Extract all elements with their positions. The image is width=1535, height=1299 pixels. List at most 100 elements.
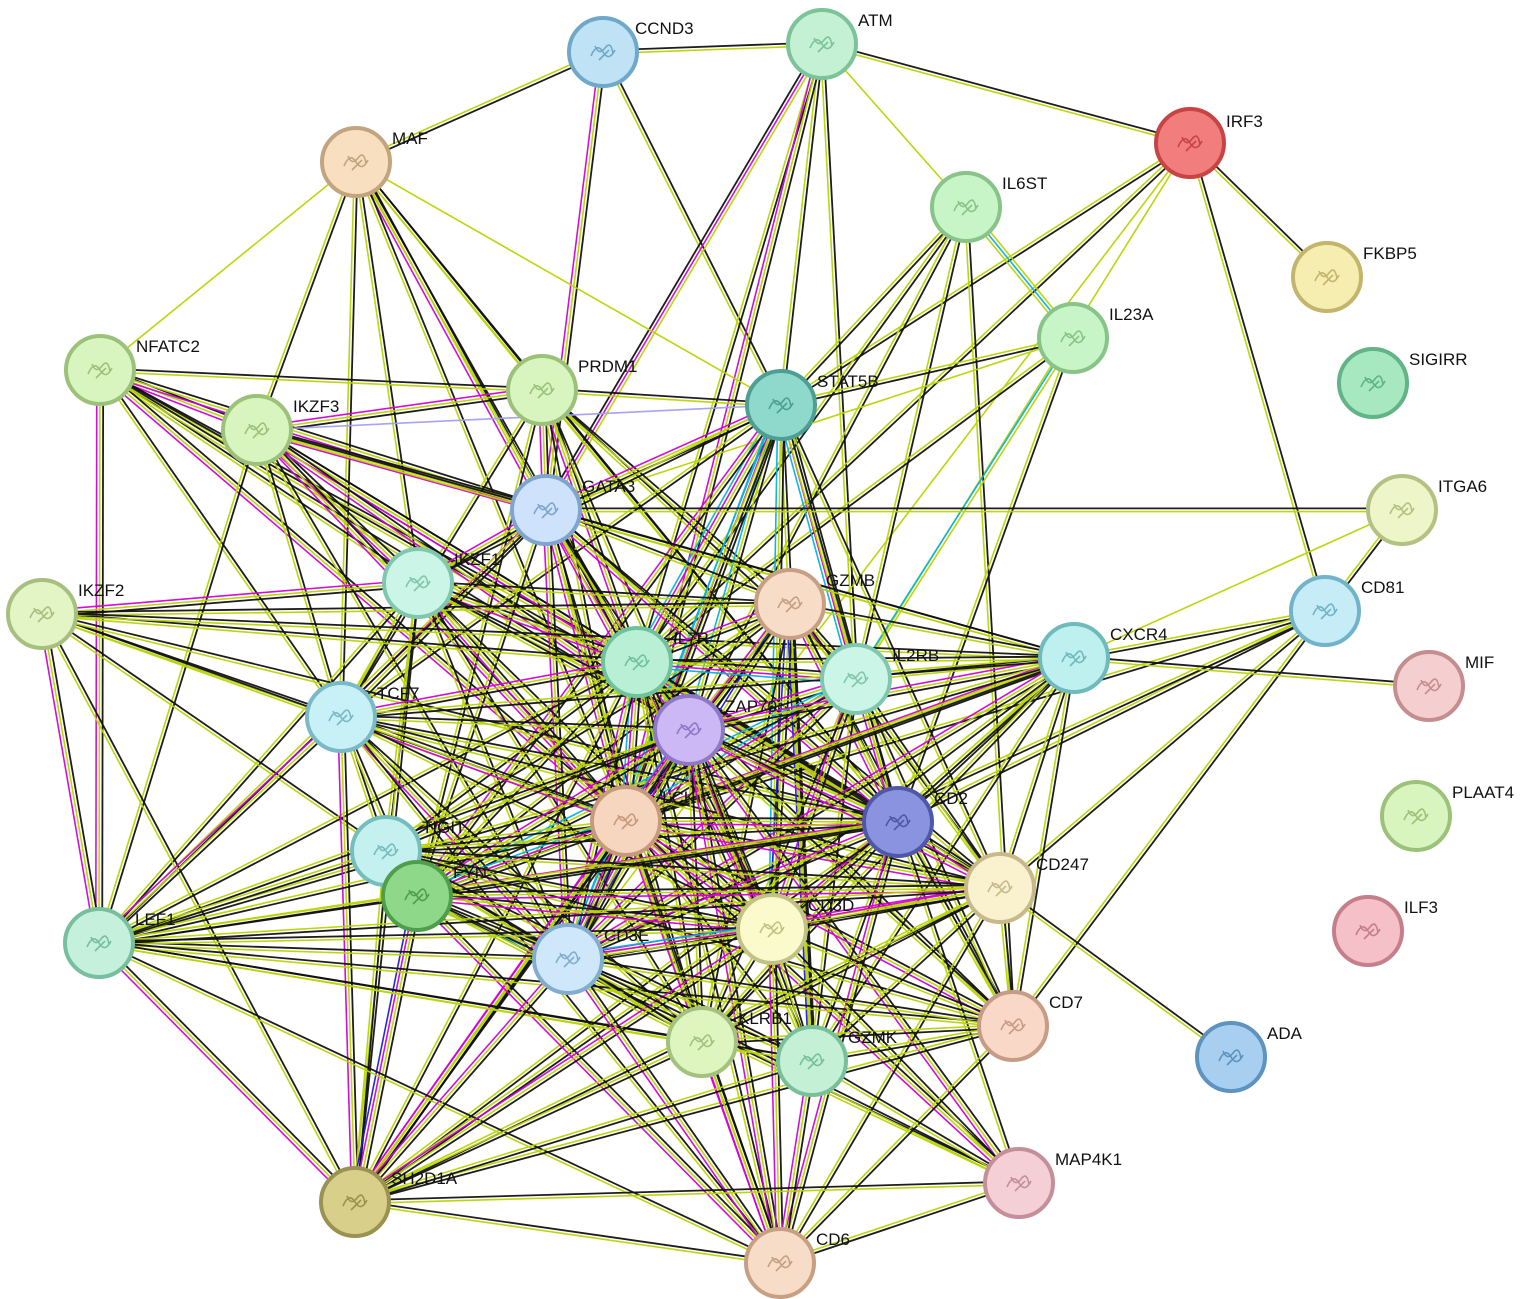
node-map4k1[interactable]: MAP4K1: [983, 1147, 1122, 1219]
edge-line: [819, 44, 856, 680]
node-cd3e[interactable]: CD3E: [532, 923, 649, 995]
node-ccnd3[interactable]: CCND3: [567, 16, 694, 88]
edge-IKZF3-LEF1: [96, 429, 260, 944]
edge-line: [385, 851, 1000, 891]
node-label: IL6ST: [1002, 174, 1047, 193]
edge-line: [98, 370, 637, 665]
node-lef1[interactable]: LEF1: [63, 907, 176, 979]
edge-line: [351, 956, 567, 1201]
node-ilf3[interactable]: ILF3: [1332, 895, 1438, 967]
node-ikzf1[interactable]: IKZF1: [382, 547, 500, 619]
node-cd81[interactable]: CD81: [1289, 575, 1404, 647]
edge-line: [418, 581, 774, 929]
edge-line: [780, 335, 1073, 405]
node-il23a[interactable]: IL23A: [1037, 302, 1154, 374]
edge-line: [812, 822, 901, 1062]
edge-ATM-IRF3: [821, 41, 1191, 146]
edge-CCND3-ATM: [602, 41, 823, 55]
edge-CD3D-CD7: [771, 926, 1014, 1029]
edge-MAF-IKZF1: [353, 161, 421, 584]
edge-line: [386, 848, 773, 929]
edge-CD3E-CD6: [564, 956, 784, 1266]
edge-line: [41, 614, 637, 665]
node-cd6[interactable]: CD6: [744, 1227, 850, 1299]
node-prdm1[interactable]: PRDM1: [506, 354, 638, 426]
edge-line: [778, 43, 822, 405]
node-label: MAF: [392, 129, 428, 148]
protein-structure-icon: [1355, 923, 1381, 940]
protein-structure-icon: [1403, 808, 1429, 825]
edge-line: [356, 822, 630, 1205]
edge-GZMK-SH2D1A: [354, 1058, 813, 1205]
node-cd7[interactable]: CD7: [977, 990, 1083, 1062]
edge-line: [626, 816, 1001, 886]
node-sh2d1a[interactable]: SH2D1A: [319, 1166, 458, 1238]
node-il6st[interactable]: IL6ST: [930, 171, 1047, 243]
edge-line: [568, 956, 1014, 1026]
node-cd3d[interactable]: CD3D: [736, 893, 854, 965]
edge-CXCR4-CD247: [997, 657, 1077, 889]
protein-structure-icon: [953, 199, 979, 216]
node-maf[interactable]: MAF: [320, 126, 428, 198]
protein-structure-icon: [885, 814, 911, 831]
node-il7r[interactable]: IL7R: [601, 626, 709, 698]
edge-STAT5B-IL7R: [632, 402, 786, 665]
edge-ITGA6-CXCR4: [1073, 509, 1403, 659]
edge-line: [254, 161, 356, 430]
node-plaat4[interactable]: PLAAT4: [1380, 780, 1514, 852]
node-gzmk[interactable]: GZMK: [776, 1025, 898, 1097]
node-lck[interactable]: LCK: [590, 785, 696, 857]
edge-line: [341, 714, 690, 730]
node-gata3[interactable]: GATA3: [510, 474, 635, 546]
edge-MAF-IKZF3: [254, 161, 359, 431]
node-sigirr[interactable]: SIGIRR: [1337, 347, 1468, 419]
node-fyn[interactable]: FYN: [381, 860, 487, 932]
node-zap70[interactable]: ZAP70: [653, 694, 777, 766]
edge-NFATC2-TCF7: [98, 368, 344, 719]
node-nfatc2[interactable]: NFATC2: [64, 334, 200, 406]
edge-line: [41, 613, 100, 944]
protein-structure-icon: [29, 606, 55, 623]
node-irf3[interactable]: IRF3: [1154, 107, 1263, 179]
edge-line: [1013, 658, 1077, 1027]
node-ada[interactable]: ADA: [1195, 1021, 1303, 1093]
protein-structure-icon: [1416, 678, 1442, 695]
edge-NFATC2-PRDM1: [99, 367, 543, 393]
edge-line: [545, 43, 823, 511]
edge-line: [385, 818, 626, 851]
node-cxcr4[interactable]: CXCR4: [1038, 622, 1168, 694]
node-tcf7[interactable]: TCF7: [305, 681, 420, 753]
edge-line: [343, 716, 360, 1202]
edge-line: [340, 717, 689, 733]
node-stat5b[interactable]: STAT5B: [745, 369, 879, 441]
edge-line: [781, 207, 968, 407]
edge-line: [384, 660, 637, 851]
node-il2rb[interactable]: IL2RB: [820, 643, 939, 715]
node-klrb1[interactable]: KLRB1: [666, 1006, 792, 1078]
edge-line: [895, 822, 1013, 1028]
edge-GZMB-TIGIT: [384, 601, 792, 854]
edge-CD2-GZMK: [809, 821, 901, 1062]
edge-line: [779, 205, 966, 405]
node-label: GZMK: [848, 1028, 898, 1047]
edge-line: [416, 898, 772, 933]
edge-line: [1074, 611, 1326, 661]
edge-line: [635, 141, 1190, 662]
node-mif[interactable]: MIF: [1393, 650, 1494, 722]
edge-line: [548, 509, 573, 959]
edge-line: [640, 406, 786, 665]
node-ikzf2[interactable]: IKZF2: [6, 578, 124, 650]
edge-line: [768, 929, 778, 1264]
node-fkbp5[interactable]: FKBP5: [1291, 241, 1417, 313]
node-ikzf3[interactable]: IKZF3: [221, 394, 339, 466]
edge-CCND3-STAT5B: [600, 50, 784, 407]
node-gzmb[interactable]: GZMB: [754, 568, 875, 640]
node-cd2[interactable]: CD2: [862, 786, 968, 858]
edge-line: [778, 405, 1000, 889]
node-cd247[interactable]: CD247: [964, 852, 1089, 924]
node-itga6[interactable]: ITGA6: [1366, 474, 1487, 546]
edge-line: [97, 371, 625, 825]
edge-line: [99, 940, 782, 1263]
node-atm[interactable]: ATM: [786, 8, 893, 80]
edge-line: [690, 727, 1023, 1182]
